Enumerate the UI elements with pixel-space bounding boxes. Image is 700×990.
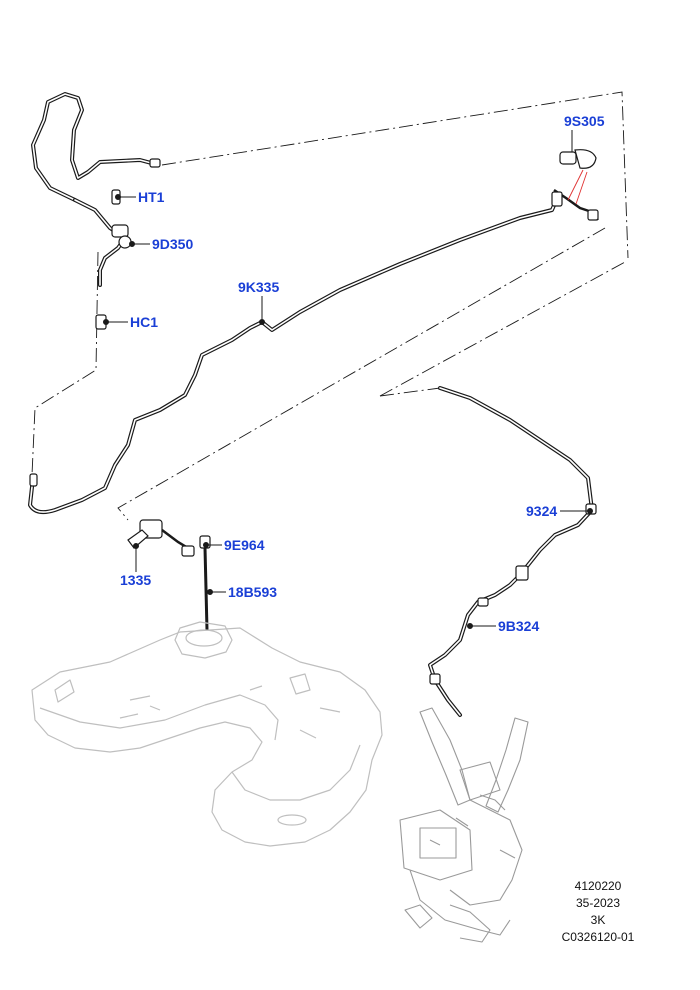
connector-9s305	[551, 149, 599, 221]
info-line-4: C0326120-01	[561, 930, 635, 944]
canister-assembly-ghost	[399, 707, 529, 943]
callout-1335: 1335	[120, 572, 151, 588]
drawing-info-block: 4120220 35-2023 3K C0326120-01	[548, 878, 648, 946]
callout-18b593: 18B593	[228, 584, 277, 600]
callout-9k335: 9K335	[238, 279, 279, 295]
valve-1335	[127, 519, 211, 557]
callout-9324: 9324	[526, 503, 557, 519]
upper-fittings	[29, 158, 161, 487]
callout-9s305: 9S305	[564, 113, 605, 129]
info-line-2: 35-2023	[575, 896, 621, 910]
tube-18b593	[203, 547, 209, 631]
fuel-tank-ghost	[31, 621, 383, 847]
callout-9b324: 9B324	[498, 618, 539, 634]
callout-9d350: 9D350	[152, 236, 193, 252]
callout-hc1: HC1	[130, 314, 158, 330]
leader-red	[567, 169, 588, 205]
phantom-outline	[31, 91, 629, 521]
fuel-pipe-lower-right	[428, 386, 597, 717]
fuel-pipe-main	[28, 194, 560, 515]
info-line-1: 4120220	[574, 879, 622, 893]
callout-ht1: HT1	[138, 189, 165, 205]
info-line-3: 3K	[590, 913, 606, 927]
callout-leaders	[103, 130, 593, 629]
vent-pipe-loop	[31, 92, 157, 287]
callout-9e964: 9E964	[224, 537, 265, 553]
